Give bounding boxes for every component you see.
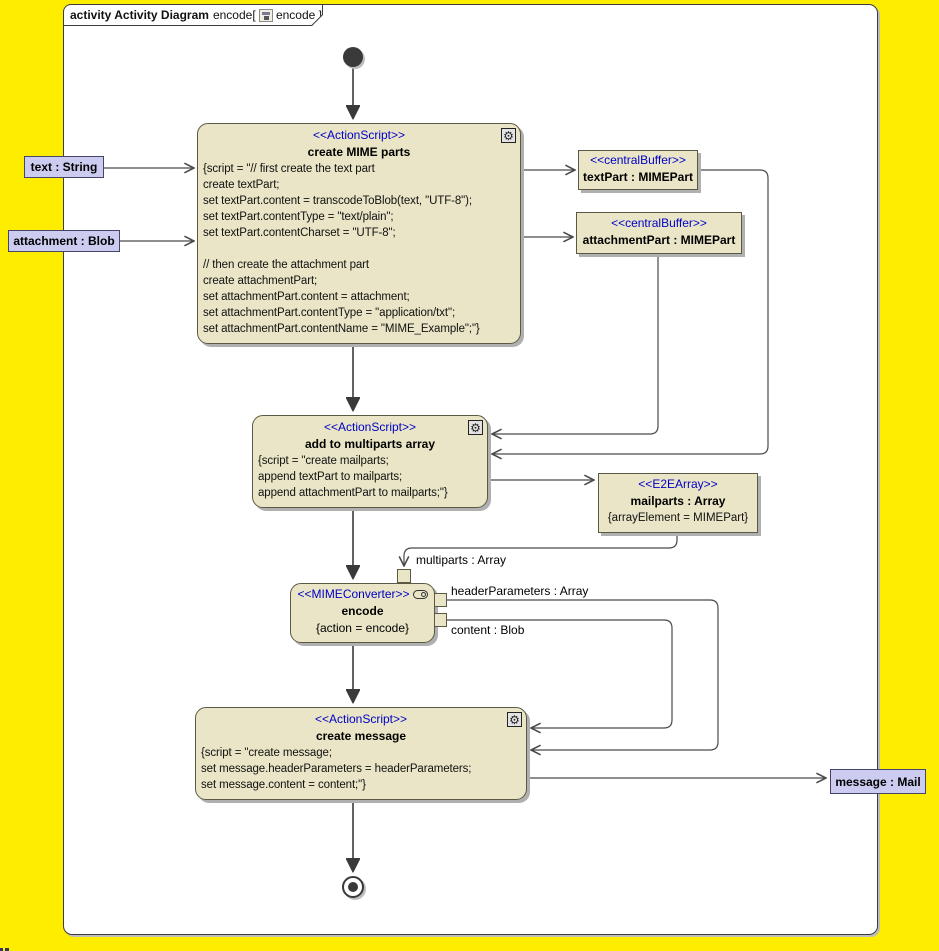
action-create-message[interactable]: <<ActionScript>> create message {script … (195, 707, 527, 800)
gear-icon: ⚙ (501, 128, 516, 143)
pin-label-content: content : Blob (451, 623, 525, 637)
script-line: set attachmentPart.contentName = "MIME_E… (203, 323, 480, 335)
stereotype-label: <<ActionScript>> (323, 420, 417, 434)
stereotype-label: <<ActionScript>> (314, 712, 408, 726)
script-line: // then create the attachment part (203, 259, 370, 271)
action-encode[interactable]: <<MIMEConverter>> encode {action = encod… (290, 583, 435, 643)
stereotype-label: <<centralBuffer>> (590, 153, 686, 167)
parameter-attachment[interactable]: attachment : Blob (8, 230, 120, 252)
stereotype-label: <<E2EArray>> (638, 477, 718, 491)
action-name: create MIME parts (307, 145, 411, 159)
frame-title-keyword: activity Activity Diagram (70, 8, 209, 22)
action-add-to-multiparts[interactable]: <<ActionScript>> add to multiparts array… (252, 415, 488, 508)
script-line: {script = "// first create the text part (203, 163, 375, 175)
final-node-dot (348, 882, 358, 892)
converter-icon (412, 590, 428, 600)
screen-artifact (5, 948, 9, 951)
buffer-constraint: {arrayElement = MIMEPart} (607, 512, 749, 524)
action-create-mime-parts[interactable]: <<ActionScript>> create MIME parts {scri… (197, 123, 521, 344)
frame-title-post: encode ] (275, 8, 322, 22)
buffer-name: mailparts : Array (630, 494, 726, 508)
script-line: set attachmentPart.content = attachment; (203, 291, 410, 303)
script-line: set message.headerParameters = headerPar… (201, 763, 472, 775)
gear-icon: ⚙ (468, 420, 483, 435)
frame-title-pre: encode[ (212, 8, 256, 22)
diagram-icon (259, 9, 273, 22)
pin-label-multiparts: multiparts : Array (416, 553, 507, 567)
initial-node[interactable] (343, 47, 363, 67)
node-mailparts-array[interactable]: <<E2EArray>> mailparts : Array {arrayEle… (598, 473, 758, 533)
gear-icon: ⚙ (507, 712, 522, 727)
script-line: set message.content = content;"} (201, 779, 366, 791)
buffer-attachmentpart[interactable]: <<centralBuffer>> attachmentPart : MIMEP… (576, 212, 742, 254)
action-name: add to multiparts array (304, 437, 436, 451)
pin-multiparts[interactable] (397, 569, 411, 583)
stereotype-label: <<ActionScript>> (312, 128, 406, 142)
script-line: append attachmentPart to mailparts;"} (258, 487, 448, 499)
action-name: create message (315, 729, 407, 743)
stereotype-label: <<MIMEConverter>> (291, 584, 434, 603)
script-line: append textPart to mailparts; (258, 471, 403, 483)
action-name: encode (341, 604, 384, 618)
script-line (198, 241, 520, 257)
script-line: set textPart.contentType = "text/plain"; (203, 211, 394, 223)
script-line: set attachmentPart.contentType = "applic… (203, 307, 456, 319)
pin-label-headerparameters: headerParameters : Array (451, 584, 589, 598)
buffer-name: attachmentPart : MIMEPart (582, 233, 736, 247)
buffer-name: textPart : MIMEPart (582, 170, 694, 184)
activity-final-node[interactable] (342, 876, 364, 898)
script-line: set textPart.contentCharset = "UTF-8"; (203, 227, 396, 239)
buffer-textpart[interactable]: <<centralBuffer>> textPart : MIMEPart (578, 150, 698, 190)
parameter-text[interactable]: text : String (24, 156, 104, 178)
script-line: {script = "create mailparts; (258, 455, 389, 467)
script-line: create attachmentPart; (203, 275, 318, 287)
script-line: {script = "create message; (201, 747, 332, 759)
stereotype-label: <<centralBuffer>> (611, 216, 707, 230)
action-constraint: {action = encode} (315, 621, 410, 635)
parameter-message[interactable]: message : Mail (830, 769, 926, 794)
pin-headerparameters[interactable] (434, 593, 447, 607)
script-line: set textPart.content = transcodeToBlob(t… (203, 195, 472, 207)
screen-artifact (0, 948, 3, 951)
frame-title-tab[interactable]: activity Activity Diagram encode[ encode… (63, 4, 323, 26)
script-line: create textPart; (203, 179, 280, 191)
pin-content[interactable] (434, 613, 447, 627)
